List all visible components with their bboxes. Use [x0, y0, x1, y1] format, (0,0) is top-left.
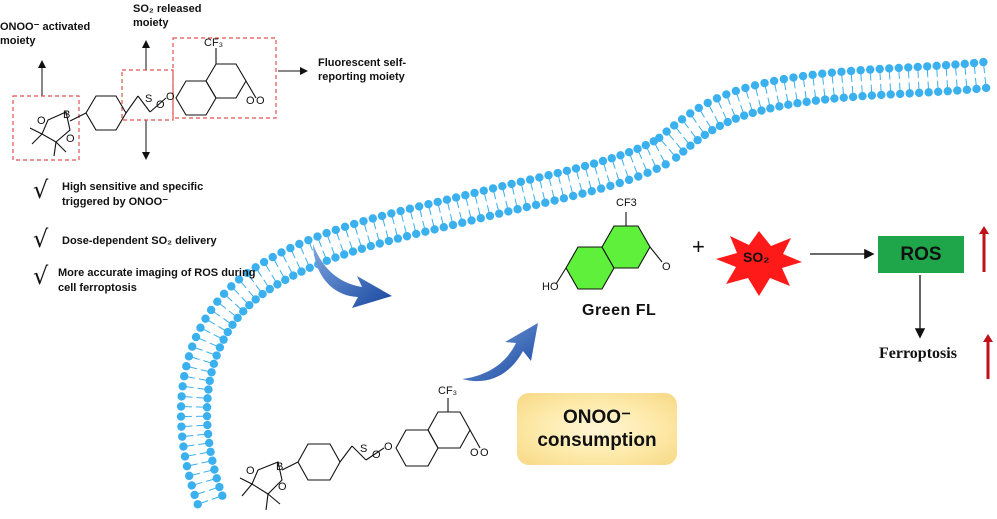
- green-fl-label: Green FL: [582, 302, 657, 319]
- svg-text:B: B: [63, 109, 70, 121]
- check-mark-2: √: [33, 225, 49, 253]
- svg-text:CF₃: CF₃: [204, 37, 223, 49]
- onoo-label: ONOO⁻: [562, 407, 632, 428]
- label-so2-released: SO₂ released moiety: [133, 3, 202, 29]
- feature-1: High sensitive and specific triggered by…: [62, 181, 204, 208]
- green-fluorophore-structure: [555, 212, 663, 290]
- boron-label: B: [276, 461, 283, 473]
- probe-structure-top: [29, 48, 257, 157]
- svg-text:O: O: [480, 447, 489, 459]
- svg-text:O: O: [372, 449, 381, 461]
- svg-text:CF₃: CF₃: [438, 385, 457, 397]
- svg-text:O: O: [156, 99, 165, 111]
- ferroptosis-label: Ferroptosis: [879, 345, 957, 362]
- blue-curved-arrow-lower: [462, 323, 538, 382]
- cf3-label: CF3: [616, 197, 637, 209]
- svg-text:S: S: [360, 443, 367, 455]
- cell-membrane: [176, 57, 991, 509]
- consumption-label: consumption: [537, 430, 657, 451]
- label-fluorescent: Fluorescent self-reporting moiety: [318, 57, 407, 83]
- so2-burst: [716, 231, 802, 296]
- svg-text:S: S: [145, 93, 152, 105]
- ho-label: HO: [542, 281, 559, 293]
- check-mark-3: √: [33, 262, 49, 290]
- label-onoo-activated: ONOO⁻ activated moiety: [0, 21, 91, 47]
- feature-3: More accurate imaging of ROS during cell…: [58, 267, 256, 294]
- svg-text:O: O: [470, 447, 479, 459]
- svg-text:O: O: [66, 133, 75, 145]
- svg-text:O: O: [246, 465, 255, 477]
- feature-2: Dose-dependent SO₂ delivery: [62, 235, 217, 247]
- so2-label: SO₂: [743, 249, 770, 265]
- svg-text:O: O: [166, 91, 175, 103]
- check-mark-1: √: [33, 176, 49, 204]
- onoo-consumption-box: ONOO⁻ consumption: [517, 393, 677, 465]
- plus-sign: +: [692, 234, 705, 259]
- carbonyl-o-label: O: [662, 261, 671, 273]
- probe-structure-bottom: [239, 398, 481, 511]
- blue-curved-arrow-upper: [313, 244, 392, 308]
- ros-box: ROS: [878, 236, 964, 273]
- svg-text:O: O: [384, 441, 393, 453]
- svg-text:O: O: [246, 95, 255, 107]
- svg-text:O: O: [37, 115, 46, 127]
- svg-text:O: O: [278, 481, 287, 493]
- svg-text:O: O: [256, 95, 265, 107]
